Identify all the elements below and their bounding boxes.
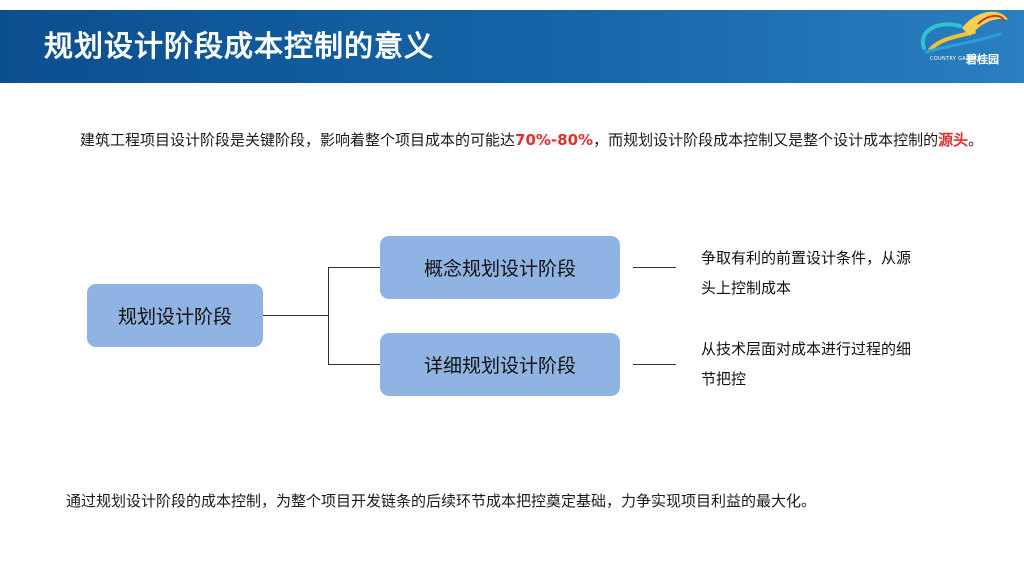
description-line: 争取有利的前置设计条件，从源	[701, 249, 912, 267]
root-node-label: 规划设计阶段	[117, 306, 232, 328]
branch-node-concept: 概念规划设计阶段	[380, 236, 620, 299]
branch-description-concept: 争取有利的前置设计条件，从源 头上控制成本	[701, 243, 911, 303]
description-line: 节把控	[701, 370, 747, 388]
connector-desc-1	[633, 267, 676, 268]
connector-root	[263, 315, 328, 316]
page-title: 规划设计阶段成本控制的意义	[44, 29, 435, 63]
connector-desc-2	[633, 364, 676, 365]
connector-branch-2	[328, 364, 380, 365]
branch-node-detail: 详细规划设计阶段	[380, 333, 620, 396]
intro-highlight-source: 源头	[938, 131, 969, 149]
intro-text-2: ，而规划设计阶段成本控制又是整个设计成本控制的	[593, 131, 939, 149]
branch-description-detail: 从技术层面对成本进行过程的细 节把控	[701, 334, 911, 394]
title-bar: 规划设计阶段成本控制的意义	[0, 10, 1024, 83]
branch-node-label: 概念规划设计阶段	[423, 258, 576, 280]
logo-text: 碧桂园	[966, 53, 999, 66]
intro-text-1: 建筑工程项目设计阶段是关键阶段，影响着整个项目成本的可能达	[80, 131, 516, 149]
logo-english-text: COUNTRY GARDEN	[930, 56, 982, 62]
intro-paragraph: 建筑工程项目设计阶段是关键阶段，影响着整个项目成本的可能达70%-80%，而规划…	[48, 125, 993, 155]
conclusion-text: 通过规划设计阶段的成本控制，为整个项目开发链条的后续环节成本把控奠定基础，力争实…	[66, 492, 817, 510]
connector-vertical	[328, 267, 329, 364]
branch-node-label: 详细规划设计阶段	[423, 355, 576, 377]
connector-branch-1	[328, 267, 380, 268]
root-node: 规划设计阶段	[87, 284, 263, 347]
country-garden-logo-icon	[920, 11, 1008, 54]
description-line: 头上控制成本	[701, 279, 792, 297]
intro-highlight-percentage: 70%-80%	[515, 131, 594, 149]
description-line: 从技术层面对成本进行过程的细	[701, 340, 912, 358]
intro-text-3: 。	[968, 131, 984, 149]
